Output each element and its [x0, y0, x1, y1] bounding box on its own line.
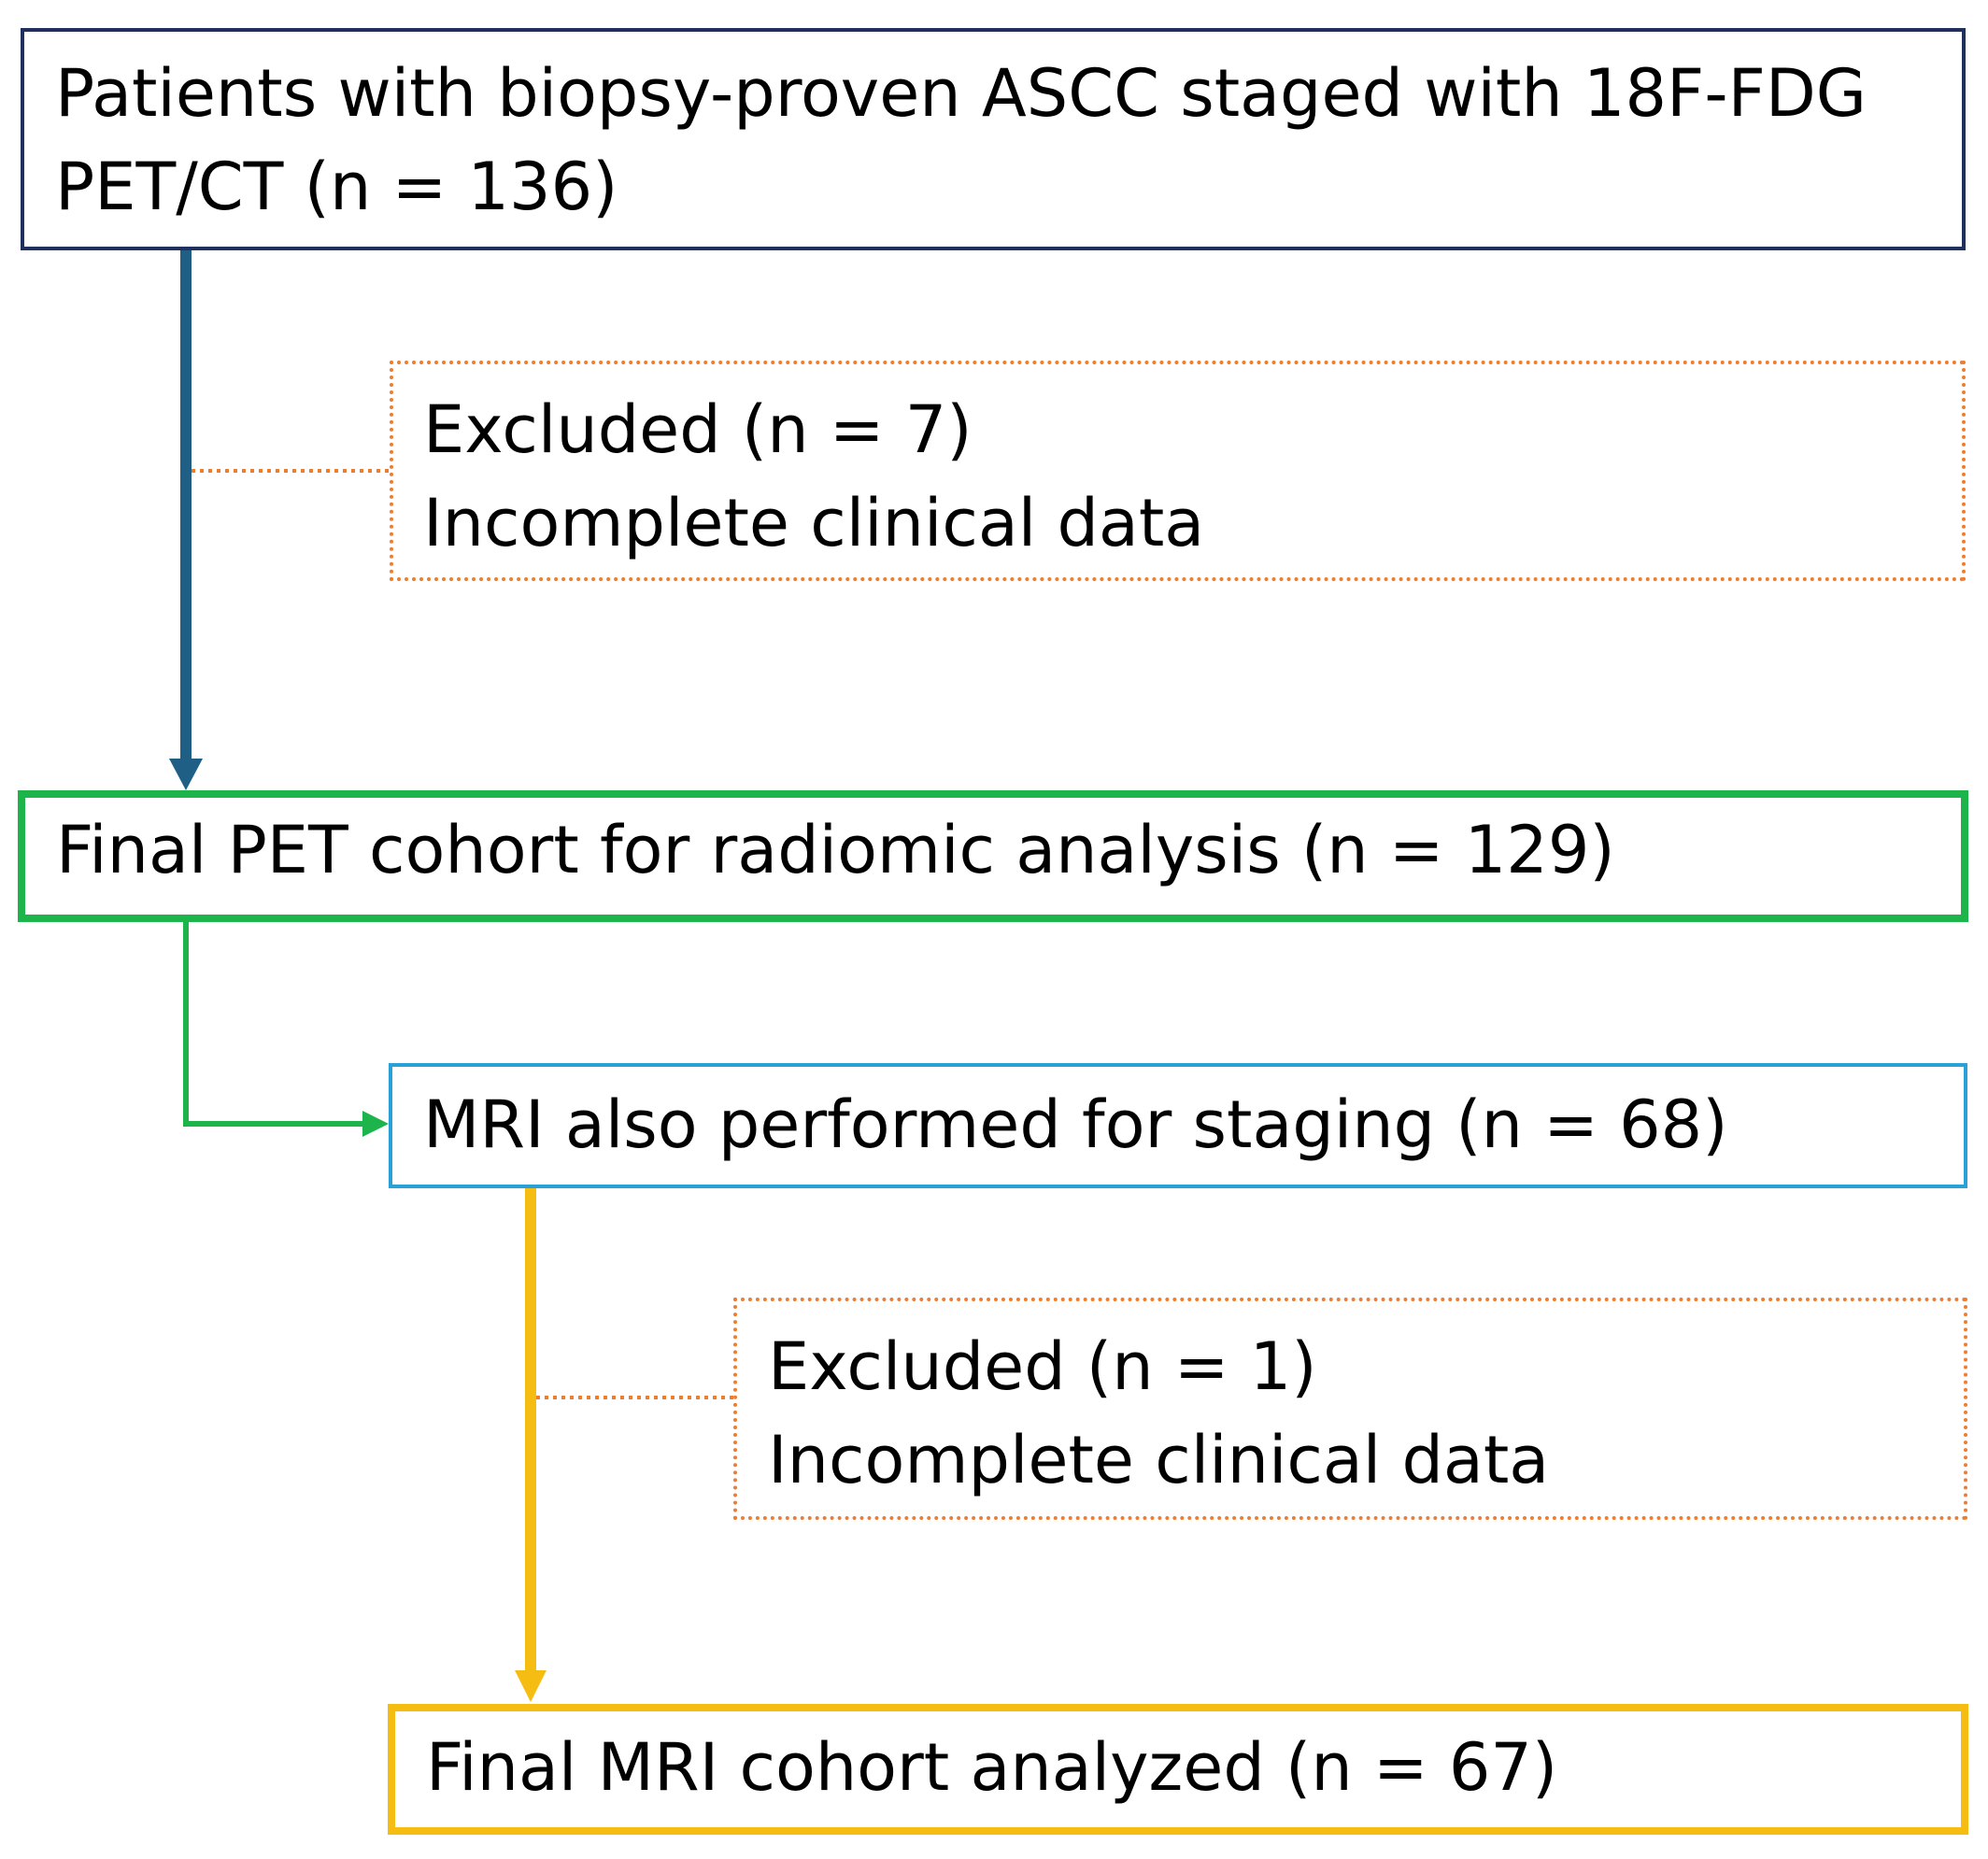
- excluded-2-text-line-2: Incomplete clinical data: [768, 1422, 1550, 1498]
- pet-cohort-text: Final PET cohort for radiomic analysis (…: [56, 812, 1615, 888]
- mri-staging-text: MRI also performed for staging (n = 68): [423, 1086, 1728, 1163]
- patients-text-line-2: PET/CT (n = 136): [55, 149, 618, 225]
- excluded-1-text-line-2: Incomplete clinical data: [423, 485, 1205, 561]
- box-excluded-2: Excluded (n = 1) Incomplete clinical dat…: [733, 1298, 1967, 1520]
- box-patients-staged: Patients with biopsy-proven ASCC staged …: [21, 28, 1966, 250]
- arrowhead-mri-final: [515, 1670, 547, 1702]
- excluded-1-text-line-1: Excluded (n = 7): [423, 391, 973, 468]
- mri-final-text: Final MRI cohort analyzed (n = 67): [426, 1729, 1558, 1806]
- arrowhead-pet-cohort: [169, 759, 203, 790]
- arrowhead-mri-staging: [362, 1111, 389, 1137]
- patients-text-line-1: Patients with biopsy-proven ASCC staged …: [55, 55, 1867, 132]
- excluded-2-text-line-1: Excluded (n = 1): [768, 1328, 1317, 1405]
- box-final-pet-cohort: Final PET cohort for radiomic analysis (…: [18, 790, 1968, 922]
- box-final-mri-cohort: Final MRI cohort analyzed (n = 67): [388, 1704, 1968, 1835]
- box-excluded-1: Excluded (n = 7) Incomplete clinical dat…: [390, 361, 1966, 581]
- box-mri-staging: MRI also performed for staging (n = 68): [389, 1063, 1967, 1188]
- arrow-pet-cohort-to-mri-staging: [183, 922, 366, 1127]
